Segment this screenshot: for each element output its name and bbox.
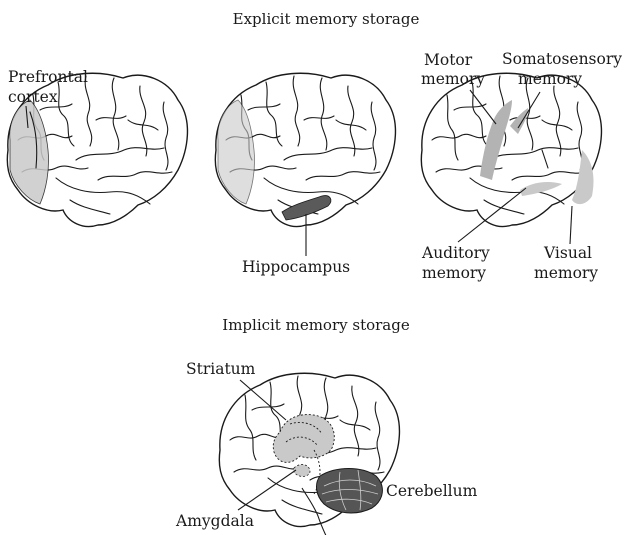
somatosensory-label-line1: Somatosensory bbox=[502, 50, 622, 68]
explicit-memory-title: Explicit memory storage bbox=[233, 10, 420, 28]
auditory-label-line1: Auditory bbox=[421, 244, 490, 262]
motor-label-line2: memory bbox=[421, 70, 485, 88]
visual-leader bbox=[570, 206, 572, 244]
auditory-label-line2: memory bbox=[422, 264, 486, 282]
visual-label-line1: Visual bbox=[543, 244, 592, 262]
motor-label-line1: Motor bbox=[424, 51, 473, 69]
brain-hippocampus bbox=[215, 73, 395, 226]
somatosensory-label-line2: memory bbox=[518, 70, 582, 88]
cerebellum-region bbox=[317, 469, 383, 513]
brain-cortical-memory bbox=[421, 73, 601, 226]
implicit-memory-title: Implicit memory storage bbox=[222, 316, 410, 334]
brain-implicit bbox=[219, 373, 399, 535]
prefrontal-label-line1: Prefrontal bbox=[8, 68, 88, 86]
hippocampus-label: Hippocampus bbox=[242, 258, 350, 276]
prefrontal-label-line2: cortex bbox=[8, 88, 58, 106]
visual-label-line2: memory bbox=[534, 264, 598, 282]
cerebellum-label: Cerebellum bbox=[386, 482, 478, 500]
amygdala-label: Amygdala bbox=[175, 512, 254, 530]
striatum-label: Striatum bbox=[186, 360, 256, 378]
